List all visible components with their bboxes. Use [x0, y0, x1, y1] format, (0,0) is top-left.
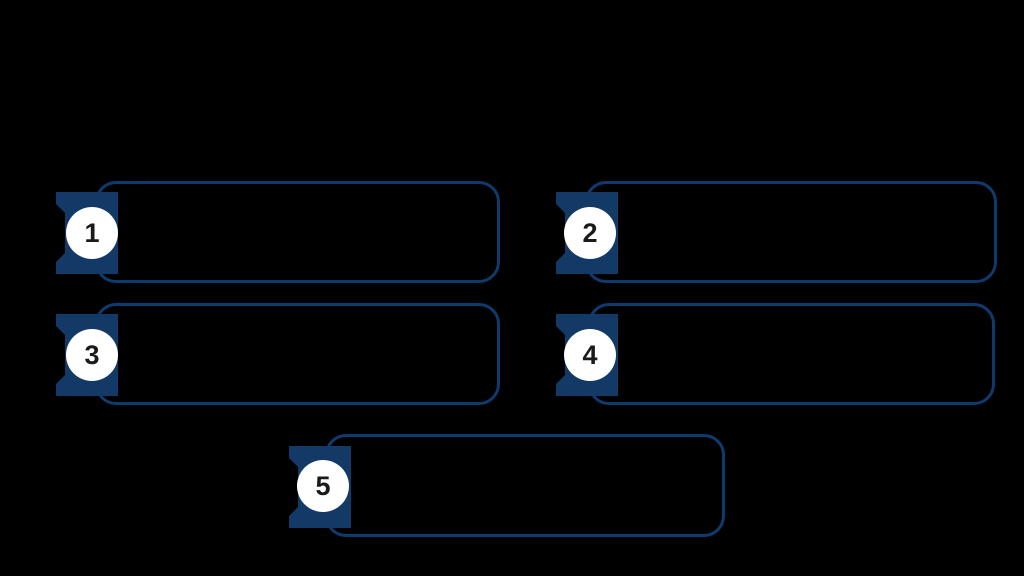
step-text-5 — [406, 437, 704, 534]
step-panel-3[interactable] — [95, 303, 500, 405]
step-text-1 — [176, 184, 479, 280]
step-text-3 — [176, 306, 479, 402]
step-panel-2[interactable] — [585, 181, 997, 283]
step-panel-4[interactable] — [588, 303, 995, 405]
step-panel-5[interactable] — [325, 434, 725, 537]
step-panel-1[interactable] — [95, 181, 500, 283]
step-text-4 — [669, 306, 974, 402]
step-text-2 — [666, 184, 976, 280]
